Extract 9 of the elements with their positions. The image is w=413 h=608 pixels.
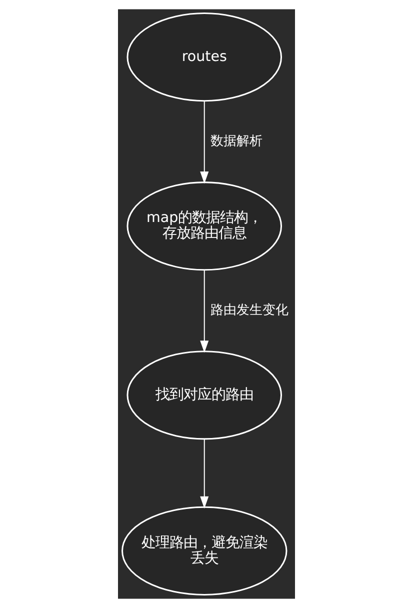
edge-label: 数据解析 <box>210 134 263 150</box>
arrow <box>200 270 209 353</box>
arrow <box>200 101 209 184</box>
arrow <box>200 438 209 509</box>
edge-label: 路由发生变化 <box>210 303 289 318</box>
node-ellipse: routes <box>126 12 282 102</box>
node-ellipse: map的数据结构，存放路由信息 <box>126 182 282 271</box>
node-ellipse: 处理路由，避免渲染丢失 <box>122 506 288 596</box>
node-ellipse: 找到对应的路由 <box>126 350 282 440</box>
